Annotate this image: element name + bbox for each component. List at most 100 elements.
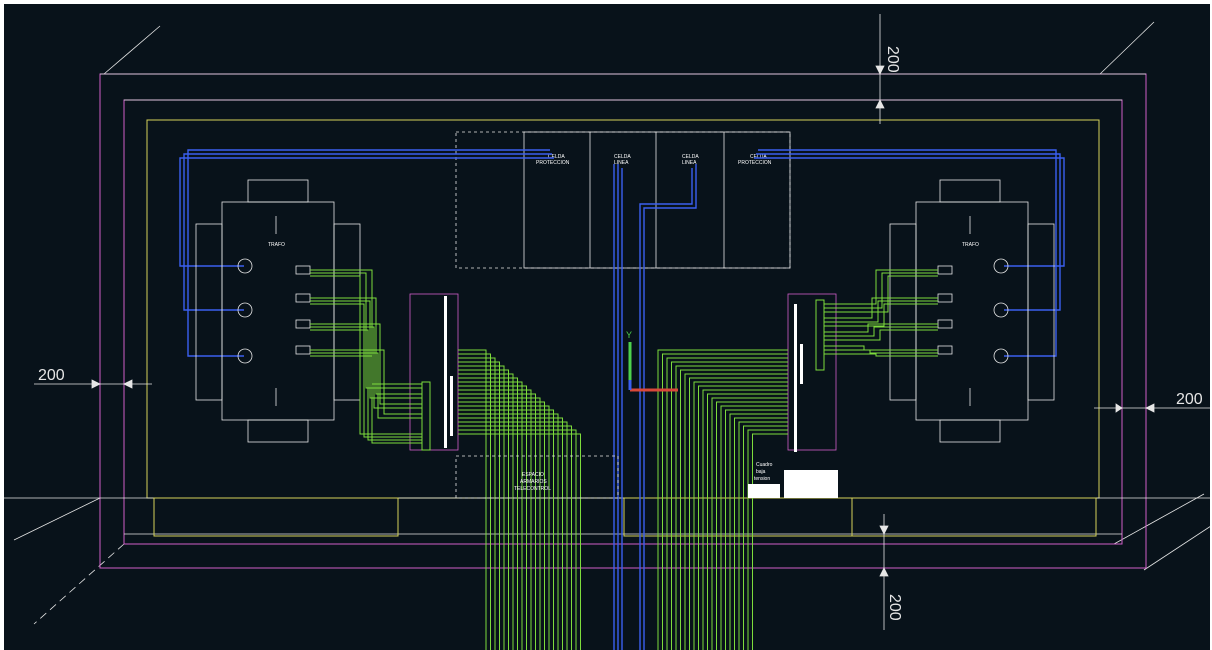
lv-cable	[702, 389, 788, 650]
lv-cable	[310, 352, 422, 419]
lv-cable	[743, 425, 788, 650]
lv-busbars	[421, 296, 825, 452]
lv-cable	[458, 365, 505, 650]
lv-cable	[707, 393, 788, 650]
lv-cable	[824, 353, 938, 357]
lv-cable	[458, 413, 559, 650]
lv-cable	[720, 405, 788, 650]
switchgear-cells	[455, 131, 791, 269]
lv-cable	[458, 361, 500, 650]
lv-cable	[693, 381, 788, 650]
lv-cable	[458, 405, 550, 650]
lv-cable	[729, 413, 788, 650]
lv-cable	[698, 385, 788, 650]
lv-cable	[824, 275, 938, 313]
lv-box-line1: Cuadro	[756, 462, 773, 468]
lv-box-line2: baja	[756, 469, 766, 475]
inner-room	[4, 73, 1210, 537]
dimension-top: 200	[884, 46, 901, 73]
lv-box-large	[784, 470, 838, 498]
lv-cable	[310, 355, 422, 444]
lv-cable	[824, 323, 938, 333]
lv-cable	[824, 345, 938, 351]
cad-drawing[interactable]: 200 200 200 200 CELDA PROTECCION CELDA L…	[4, 4, 1210, 650]
lv-cable	[458, 381, 523, 650]
cell-2-line2: LINEA	[614, 160, 629, 166]
lv-cable	[458, 417, 563, 650]
lv-cable	[458, 373, 514, 650]
lv-cable	[310, 297, 422, 395]
lv-cable	[458, 393, 536, 650]
lv-cable	[671, 361, 788, 650]
lv-cable	[747, 429, 788, 650]
telecontrol-line1: ESPACIO	[522, 472, 544, 478]
lv-cable	[824, 297, 938, 319]
transformer-left	[195, 179, 361, 443]
lv-cable	[458, 353, 491, 650]
lv-cable	[458, 389, 532, 650]
lv-cable	[310, 323, 422, 405]
lv-cable	[458, 429, 577, 650]
construction-lines	[13, 21, 1210, 625]
lv-cable	[824, 269, 938, 305]
lv-cable	[725, 409, 788, 650]
lv-cable	[310, 275, 422, 435]
lv-cable	[684, 373, 788, 650]
lv-cable	[711, 397, 788, 650]
lv-cable	[734, 417, 788, 650]
dimension-bottom: 200	[886, 594, 903, 621]
dimension-left: 200	[38, 367, 65, 384]
lv-cable	[458, 357, 496, 650]
lv-cable	[689, 377, 788, 650]
lv-box-small	[748, 484, 780, 498]
lv-cable	[458, 397, 541, 650]
lv-cable	[458, 401, 545, 650]
telecontrol-line3: TELECONTROL	[514, 486, 551, 492]
lv-cable	[824, 272, 938, 309]
lv-cable	[824, 349, 938, 354]
lv-cable	[458, 377, 518, 650]
cell-1-line2: PROTECCION	[536, 160, 570, 166]
lv-cable	[666, 357, 788, 650]
lv-cable	[824, 329, 938, 341]
lv-cable	[458, 421, 568, 650]
lv-cable	[458, 409, 554, 650]
lv-cable	[824, 326, 938, 337]
lv-cable	[738, 421, 788, 650]
cell-1-line1: CELDA	[548, 154, 565, 160]
lv-cable	[680, 369, 788, 650]
lv-cable	[824, 303, 938, 327]
transformer-left-label: TRAFO	[268, 242, 285, 248]
lv-cable	[458, 385, 527, 650]
lv-panels	[409, 293, 837, 451]
mv-cables	[179, 149, 1065, 650]
lv-box-line3: tension	[754, 476, 770, 482]
cell-2-line1: CELDA	[614, 154, 631, 160]
telecontrol-area	[455, 455, 619, 499]
lv-cable	[716, 401, 788, 650]
cad-viewport[interactable]: 200 200 200 200 CELDA PROTECCION CELDA L…	[4, 4, 1210, 650]
dimension-marks	[34, 14, 1210, 630]
lv-cable	[824, 300, 938, 323]
transformer-right-label: TRAFO	[962, 242, 979, 248]
lv-cable	[310, 303, 422, 438]
lv-cable	[310, 326, 422, 409]
lv-cable	[662, 353, 788, 650]
lv-cable	[310, 349, 422, 415]
lv-cable	[458, 425, 572, 650]
outer-walls	[99, 73, 1147, 569]
cell-4-line1: CELDA	[750, 154, 767, 160]
lv-cable	[675, 365, 788, 650]
cell-3-line2: LINEA	[682, 160, 697, 166]
lv-cable	[657, 349, 788, 650]
transformer-right	[889, 179, 1055, 443]
lv-cable	[458, 349, 487, 650]
lv-cable	[458, 369, 509, 650]
lv-cables	[310, 269, 938, 650]
ucs-y-label: Y	[626, 330, 632, 340]
lv-cable	[458, 433, 581, 650]
cell-4-line2: PROTECCION	[738, 160, 772, 166]
lv-cable	[310, 329, 422, 441]
dimension-right: 200	[1176, 391, 1203, 408]
lv-cable	[752, 433, 788, 650]
